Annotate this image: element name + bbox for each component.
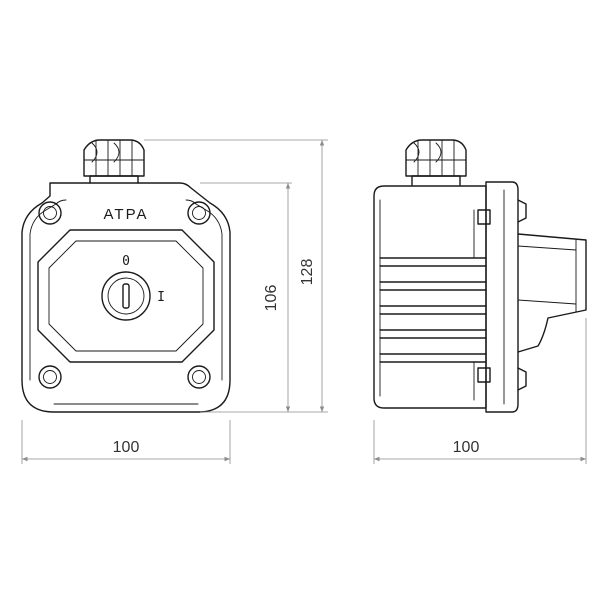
side-dimensions: 100	[373, 318, 587, 464]
front-enclosure-outline	[21, 182, 231, 413]
brand-label: ATPA	[104, 206, 149, 223]
front-dimensions: 100 106 128	[21, 139, 328, 464]
front-view: ATPA 0 I	[21, 139, 231, 413]
corner-screw-icon	[187, 365, 211, 389]
switch-recess	[37, 229, 215, 363]
dim-side-depth: 100	[453, 439, 480, 456]
front-cable-gland	[83, 139, 145, 184]
side-switch-handle	[517, 233, 587, 353]
dim-front-height-body: 106	[263, 285, 280, 312]
dim-front-width: 100	[113, 439, 140, 456]
side-view	[373, 139, 587, 413]
switch-position-off: 0	[122, 254, 130, 269]
switch-position-on: I	[157, 290, 165, 305]
cooling-ribs	[379, 209, 487, 401]
side-enclosure-body	[373, 185, 487, 409]
rotary-switch-knob	[101, 271, 151, 321]
side-cable-gland	[405, 139, 467, 186]
corner-screw-icon	[38, 201, 62, 225]
corner-screw-icon	[187, 201, 211, 225]
side-lid-flange	[485, 181, 519, 413]
corner-screw-icon	[38, 365, 62, 389]
dim-front-height-total: 128	[299, 259, 316, 286]
